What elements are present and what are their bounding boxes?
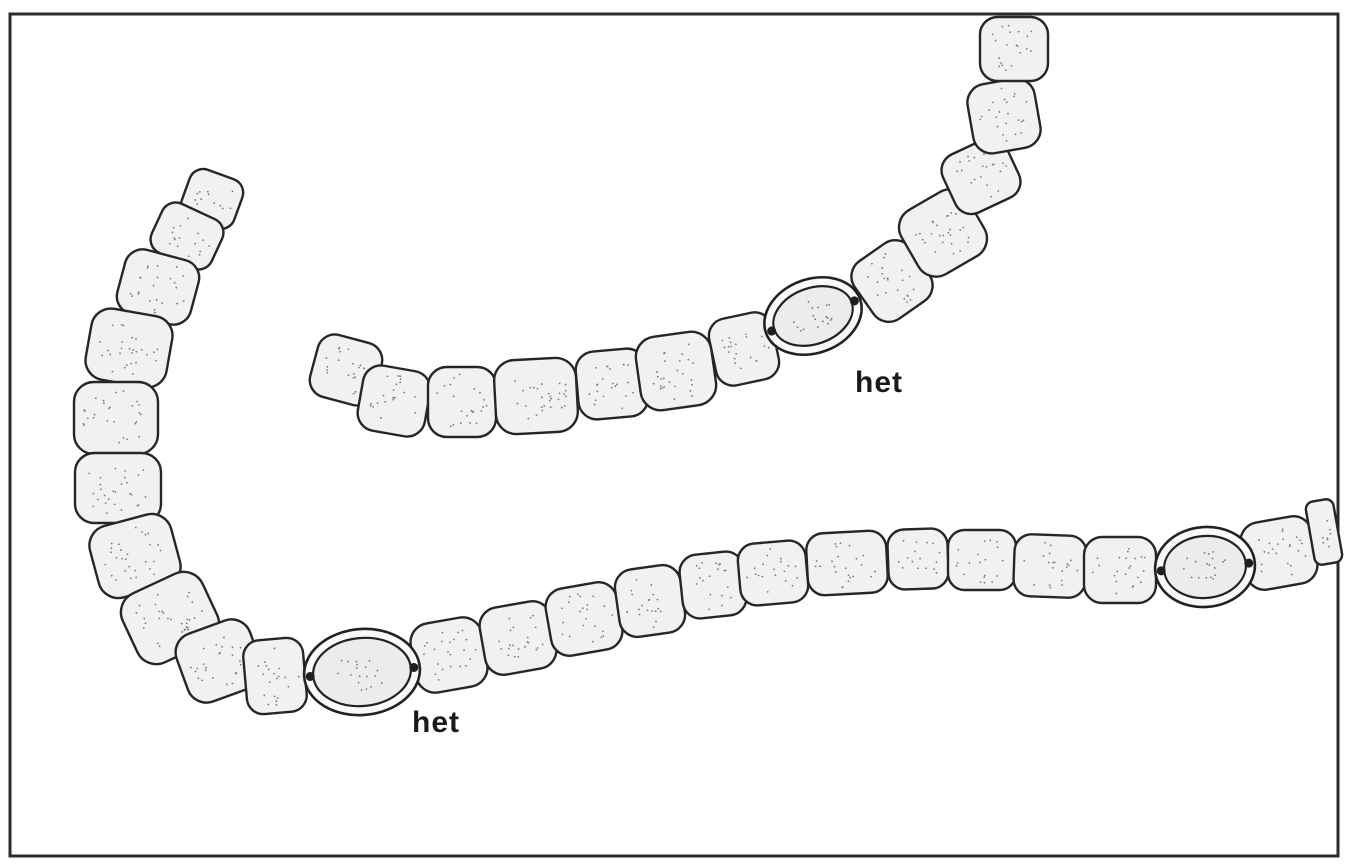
vegetative-cell	[75, 453, 161, 523]
vegetative-cell	[964, 76, 1043, 157]
vegetative-cell	[805, 530, 888, 596]
filament-left-hook	[74, 165, 308, 715]
filament-upper-arc	[306, 17, 1048, 439]
figure-border	[10, 14, 1338, 856]
vegetative-cell	[242, 637, 308, 716]
vegetative-cell	[633, 329, 719, 413]
vegetative-cell	[1084, 537, 1156, 603]
vegetative-cell	[355, 363, 433, 440]
heterocyst-label-lower: het	[412, 706, 460, 739]
vegetative-cell	[736, 539, 809, 607]
vegetative-cell	[613, 563, 688, 640]
vegetative-cell	[82, 305, 175, 390]
vegetative-cell	[543, 579, 626, 658]
vegetative-cell	[74, 382, 158, 454]
heterocyst-lower	[300, 624, 423, 720]
heterocyst-label-upper: het	[855, 366, 903, 399]
vegetative-cell	[948, 530, 1016, 590]
vegetative-cell	[1013, 534, 1087, 598]
vegetative-cell	[493, 357, 579, 435]
vegetative-cell	[407, 614, 490, 695]
vegetative-cell	[887, 528, 949, 590]
vegetative-cell	[428, 367, 496, 437]
vegetative-cell	[980, 17, 1048, 81]
